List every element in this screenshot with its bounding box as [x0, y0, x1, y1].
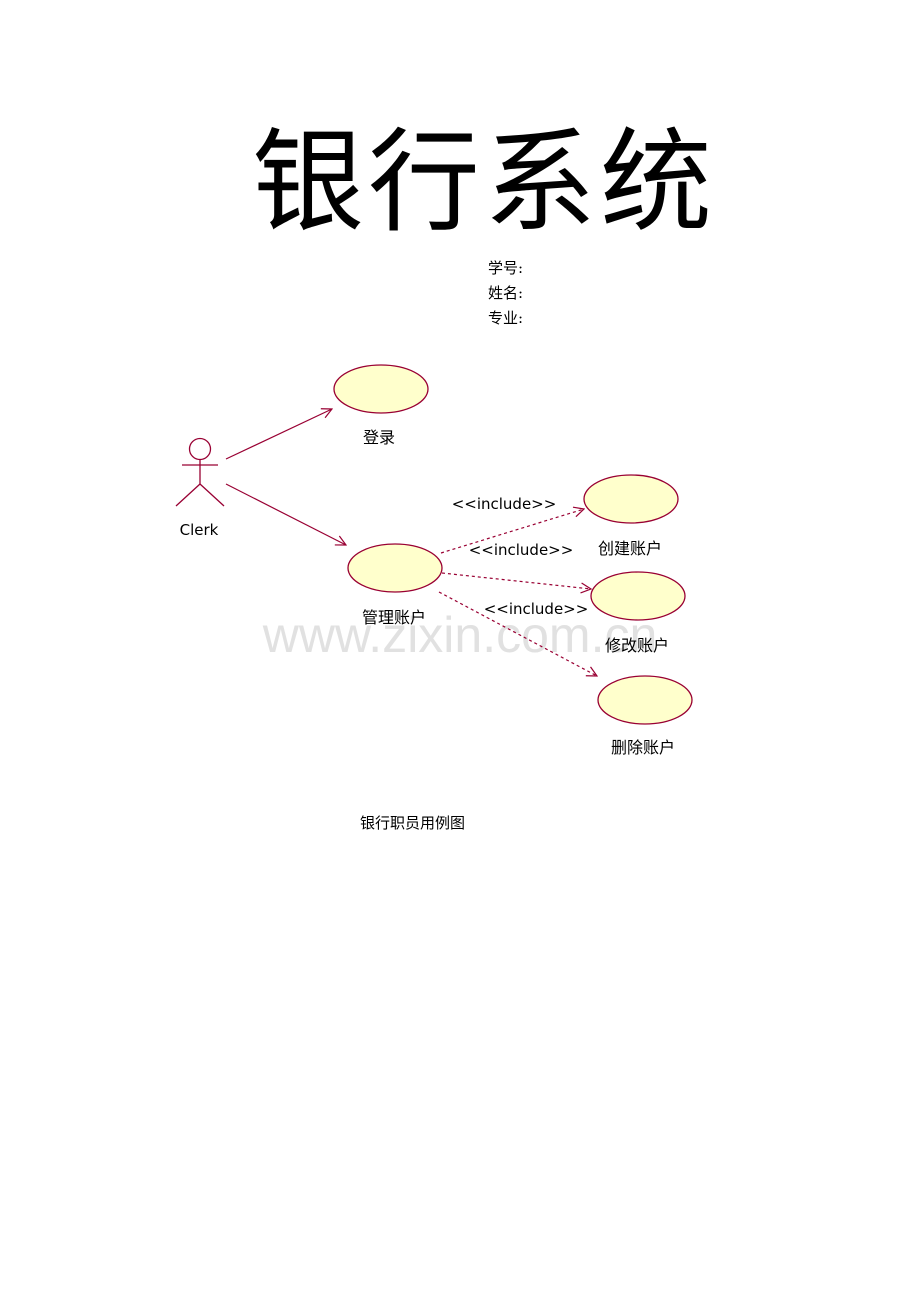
include-delete-label: <<include>> — [484, 600, 589, 618]
actor-left-leg — [175, 483, 201, 507]
actor-label: Clerk — [180, 521, 219, 539]
name-label: 姓名: — [488, 284, 524, 302]
include-create-line — [440, 509, 584, 554]
use-case-manage — [347, 543, 443, 593]
major-label: 专业: — [488, 309, 524, 327]
use-case-delete-label: 删除账户 — [611, 738, 675, 757]
use-case-login-label: 登录 — [363, 428, 395, 447]
include-modify-label: <<include>> — [469, 541, 574, 559]
use-case-manage-label: 管理账户 — [362, 608, 426, 627]
student-info: 学号: 姓名: 专业: — [488, 256, 523, 331]
include-create-label: <<include>> — [452, 495, 557, 513]
use-case-create-label: 创建账户 — [598, 539, 662, 558]
document-title: 银行系统 — [252, 118, 716, 248]
student-id-label: 学号: — [488, 259, 524, 277]
association-login — [225, 409, 332, 460]
clerk-actor — [175, 437, 225, 507]
actor-right-leg — [199, 483, 225, 507]
use-case-modify — [590, 571, 686, 621]
figure-caption: 银行职员用例图 — [360, 814, 466, 832]
watermark: www.zixin.com.cn — [262, 607, 658, 663]
actor-head — [188, 437, 212, 461]
use-case-login — [333, 364, 429, 414]
use-case-delete — [597, 675, 693, 725]
use-case-create — [583, 474, 679, 524]
use-case-diagram: www.zixin.com.cn Clerk 登录 管理账户 创建账户 修改账户… — [175, 364, 693, 757]
include-modify-line — [441, 572, 591, 589]
use-case-modify-label: 修改账户 — [605, 636, 669, 655]
association-manage — [225, 483, 346, 545]
